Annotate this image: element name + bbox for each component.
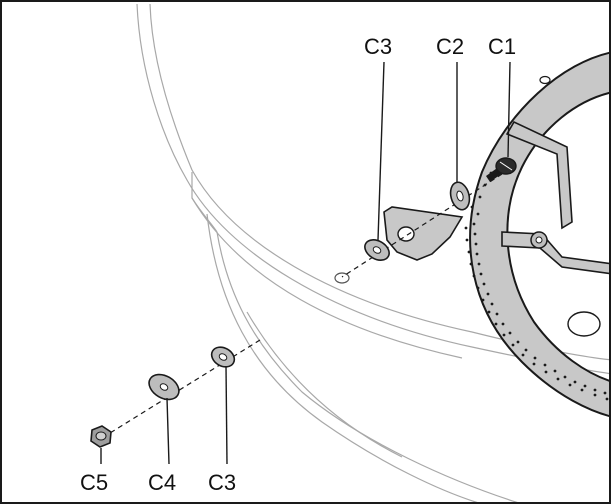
washer-icon	[210, 346, 236, 368]
label-c4-bottom: C4	[148, 470, 176, 495]
screw-icon	[486, 157, 517, 182]
leader-lines	[100, 61, 511, 465]
label-c3-bottom: C3	[208, 470, 236, 495]
bowl-hole	[334, 272, 350, 284]
label-c3-top: C3	[364, 34, 392, 59]
large-washer-icon	[148, 373, 180, 401]
label-c2-top: C2	[436, 34, 464, 59]
burner-ring	[464, 51, 609, 417]
washer-icon	[364, 239, 390, 261]
washer-icon	[449, 181, 471, 211]
label-c1-top: C1	[488, 34, 516, 59]
bracket-tab	[383, 206, 464, 261]
nut-icon	[90, 425, 112, 448]
label-c5-bottom: C5	[80, 470, 108, 495]
